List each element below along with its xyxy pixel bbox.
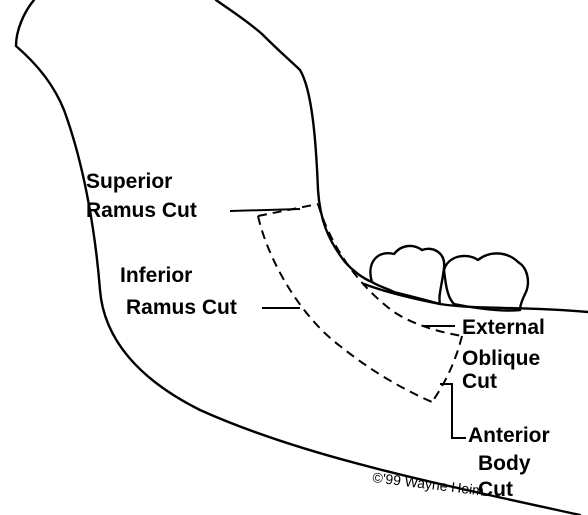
external-label-line1: External (462, 316, 545, 339)
superior-label-line2: Ramus Cut (86, 199, 197, 222)
anterior-label-line2: Body (478, 452, 531, 475)
external-oblique-cut-line (318, 204, 462, 336)
alveolar-ridge (364, 284, 588, 312)
first-molar (370, 246, 444, 304)
second-molar (444, 253, 528, 310)
inferior-label-line2: Ramus Cut (126, 296, 237, 319)
ramus-notch-outline (216, 0, 372, 282)
anterior-body-cut-line (432, 336, 462, 402)
external-label-line2: Oblique (462, 347, 540, 370)
superior-label-line1: Superior (86, 170, 172, 193)
inferior-label-line1: Inferior (120, 264, 192, 287)
external-label-line3: Cut (462, 370, 497, 393)
copyright-credit: ©'99 Wayne Heim (372, 469, 485, 499)
anterior-label-line1: Anterior (468, 424, 550, 447)
